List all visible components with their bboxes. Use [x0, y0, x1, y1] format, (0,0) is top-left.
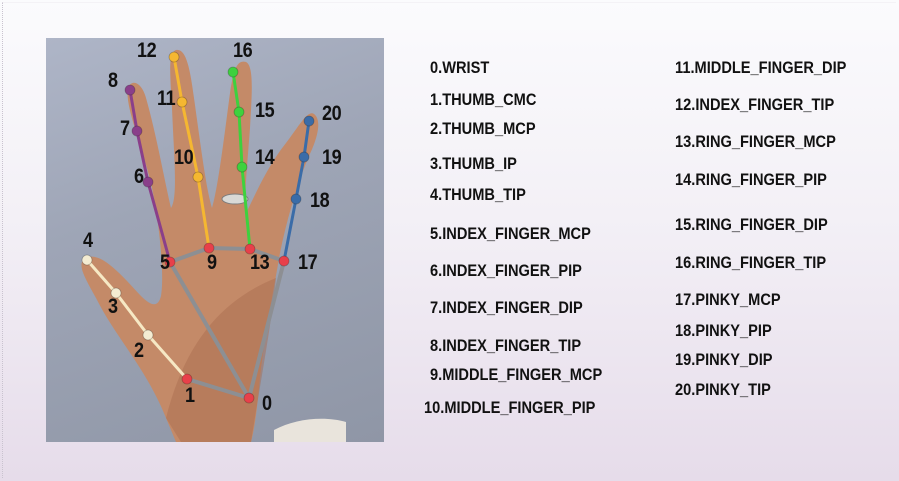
landmark-number-1: 1	[185, 385, 195, 406]
joint-6	[143, 177, 153, 187]
landmark-number-7: 7	[120, 118, 130, 139]
landmark-number-15: 15	[255, 100, 274, 121]
landmark-number-4: 4	[83, 230, 93, 251]
joint-17	[279, 256, 289, 266]
landmark-number-14: 14	[255, 147, 274, 168]
legend-item-3: 3.THUMB_IP	[430, 155, 517, 172]
joint-19	[299, 152, 309, 162]
legend-item-1: 1.THUMB_CMC	[430, 91, 536, 108]
legend-item-20: 20.PINKY_TIP	[675, 381, 771, 398]
joint-20	[304, 116, 314, 126]
joint-4	[82, 255, 92, 265]
joint-16	[228, 67, 238, 77]
landmark-number-9: 9	[207, 252, 217, 273]
legend-item-4: 4.THUMB_TIP	[430, 186, 526, 203]
hand-photo	[46, 38, 384, 442]
legend-item-15: 15.RING_FINGER_DIP	[675, 216, 828, 233]
landmark-number-2: 2	[134, 340, 144, 361]
landmark-number-16: 16	[233, 40, 252, 61]
landmark-number-18: 18	[310, 190, 329, 211]
legend-item-0: 0.WRIST	[430, 59, 489, 76]
joint-12	[169, 52, 179, 62]
legend-item-5: 5.INDEX_FINGER_MCP	[430, 225, 591, 242]
landmark-number-5: 5	[160, 252, 170, 273]
legend-item-2: 2.THUMB_MCP	[430, 120, 536, 137]
legend-item-13: 13.RING_FINGER_MCP	[675, 133, 836, 150]
landmark-number-11: 11	[157, 88, 175, 109]
joint-1	[182, 374, 192, 384]
landmark-number-8: 8	[108, 70, 118, 91]
joint-11	[177, 97, 187, 107]
legend-item-6: 6.INDEX_FINGER_PIP	[430, 262, 582, 279]
legend-item-7: 7.INDEX_FINGER_DIP	[430, 299, 583, 316]
sleeve	[274, 419, 346, 442]
joint-0	[244, 393, 254, 403]
joint-10	[193, 172, 203, 182]
landmark-number-13: 13	[250, 252, 269, 273]
landmark-number-19: 19	[322, 147, 341, 168]
landmark-number-0: 0	[262, 393, 272, 414]
landmark-number-12: 12	[137, 40, 156, 61]
legend-item-17: 17.PINKY_MCP	[675, 291, 781, 308]
legend-item-8: 8.INDEX_FINGER_TIP	[430, 337, 581, 354]
joint-7	[132, 126, 142, 136]
legend-item-16: 16.RING_FINGER_TIP	[675, 254, 826, 271]
legend-item-18: 18.PINKY_PIP	[675, 322, 772, 339]
landmark-number-3: 3	[108, 296, 118, 317]
legend-item-12: 12.INDEX_FINGER_TIP	[675, 96, 834, 113]
landmark-number-6: 6	[134, 166, 144, 187]
joint-15	[234, 107, 244, 117]
hand-landmark-diagram	[46, 38, 384, 442]
landmark-number-17: 17	[298, 252, 317, 273]
landmark-number-10: 10	[174, 147, 193, 168]
legend-item-19: 19.PINKY_DIP	[675, 351, 773, 368]
joint-14	[237, 162, 247, 172]
legend-item-10: 10.MIDDLE_FINGER_PIP	[424, 399, 595, 416]
bone-9-13	[209, 248, 250, 249]
joint-18	[291, 194, 301, 204]
legend-item-9: 9.MIDDLE_FINGER_MCP	[430, 366, 602, 383]
legend-item-14: 14.RING_FINGER_PIP	[675, 171, 827, 188]
landmark-number-20: 20	[322, 103, 341, 124]
joint-8	[125, 85, 135, 95]
legend-item-11: 11.MIDDLE_FINGER_DIP	[675, 59, 846, 76]
joint-2	[143, 330, 153, 340]
